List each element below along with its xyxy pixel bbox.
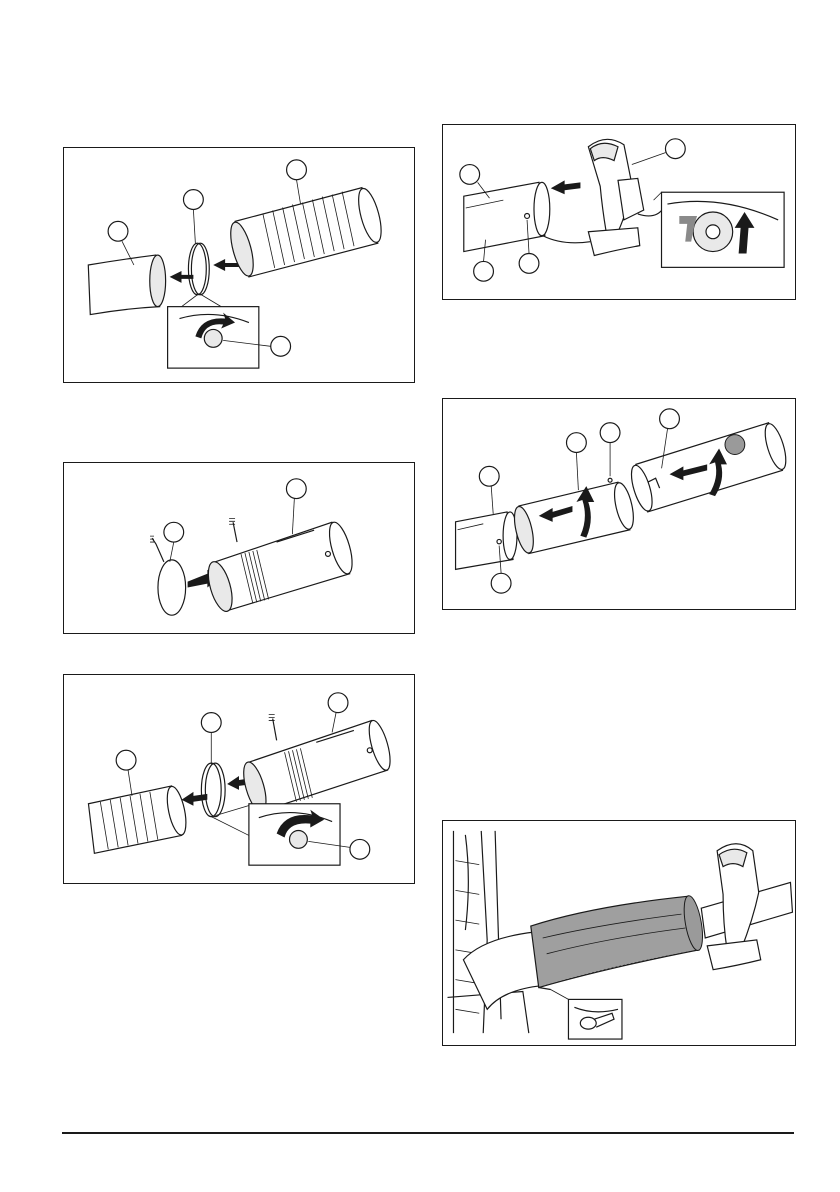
callout-tube-end (474, 261, 494, 281)
illustration-handle-tube-removal (443, 125, 795, 299)
screw-icon (204, 329, 222, 347)
clamp-ring (158, 560, 186, 615)
callout-pipe (287, 160, 307, 180)
illustration-tube-cover-zip (443, 821, 795, 1045)
callout-clamp (164, 522, 184, 542)
corrugated-pipe (226, 186, 386, 278)
illustration-clamp-tighten-hose (64, 675, 414, 883)
callout-upper-tube (660, 409, 680, 429)
footer-rule (62, 1132, 794, 1134)
throttle-handle (701, 844, 792, 970)
arrow-left (182, 792, 208, 806)
screw-icon (290, 831, 308, 849)
callout-screw (271, 336, 291, 356)
illustration-tube-twist-lock (443, 399, 795, 609)
callout-clamp (201, 713, 221, 733)
middle-tube (519, 482, 630, 553)
callout-clamp (183, 190, 203, 210)
corrugated-hose (88, 785, 189, 853)
tube (464, 182, 545, 251)
callout-tube (286, 479, 306, 499)
callout-tube (328, 693, 348, 713)
tube-with-hose (204, 518, 357, 614)
illustration-clamp-onto-tube (64, 463, 414, 633)
callout-hose (116, 750, 136, 770)
curved-hose (463, 932, 542, 1009)
clamp-ring (201, 763, 221, 816)
callout-tube (460, 165, 480, 185)
tube-end (534, 182, 550, 235)
callout-lower-hole (491, 573, 511, 593)
tube-with-hose (239, 715, 394, 815)
callout-middle-tube (567, 433, 587, 453)
callout-middle-hole (600, 423, 620, 443)
curved-hose (88, 255, 159, 314)
callout-lower-tube (479, 466, 499, 486)
illustration-hose-clamp-removal (64, 148, 414, 382)
figure-clamp-onto-tube (63, 462, 415, 634)
figure-tube-twist-lock (442, 398, 796, 610)
arrow-left-2 (213, 259, 239, 271)
figure-clamp-tighten-hose (63, 674, 415, 884)
callout-hole (519, 254, 539, 274)
callout-handle (665, 139, 685, 159)
figure-handle-tube-removal (442, 124, 796, 300)
callout-screw (350, 839, 370, 859)
tube-cover (531, 894, 706, 987)
logo-mark (725, 435, 745, 455)
figure-tube-cover-zip (442, 820, 796, 1046)
figure-hose-clamp-removal (63, 147, 415, 383)
hose-end (150, 255, 166, 307)
arrow-left (551, 180, 581, 194)
throttle-handle (543, 139, 670, 255)
upper-tube (636, 423, 783, 512)
callout-hose (108, 221, 128, 241)
